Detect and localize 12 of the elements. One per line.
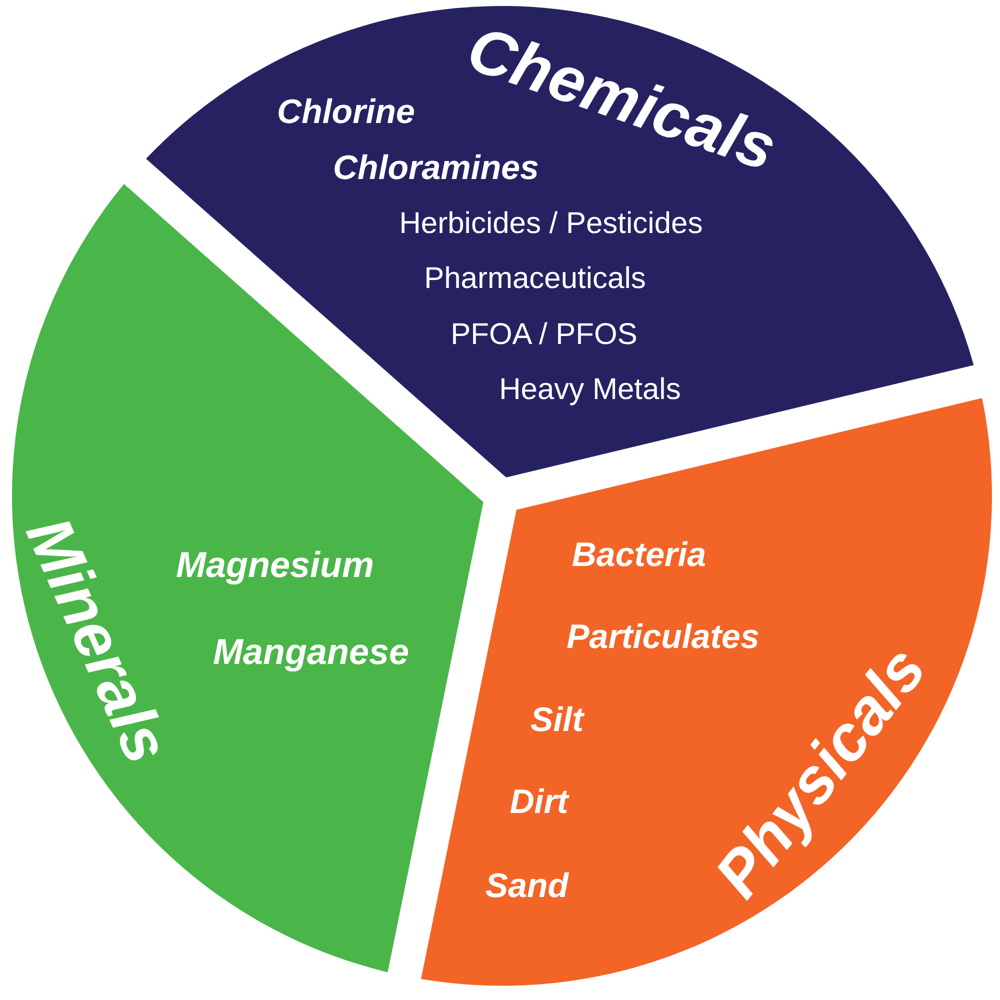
item-label: Particulates bbox=[566, 620, 760, 654]
item-label: Chlorine bbox=[277, 95, 415, 129]
item-label: Herbicides / Pesticides bbox=[399, 209, 703, 239]
item-label: Pharmaceuticals bbox=[424, 264, 646, 294]
item-label: Manganese bbox=[212, 634, 410, 670]
item-label: Bacteria bbox=[572, 538, 706, 572]
item-label: Silt bbox=[530, 702, 584, 737]
item-label: Magnesium bbox=[176, 546, 374, 583]
item-label: Heavy Metals bbox=[499, 375, 681, 405]
item-label: Sand bbox=[485, 868, 569, 903]
item-label: Dirt bbox=[510, 784, 568, 819]
item-label: PFOA / PFOS bbox=[450, 320, 638, 350]
